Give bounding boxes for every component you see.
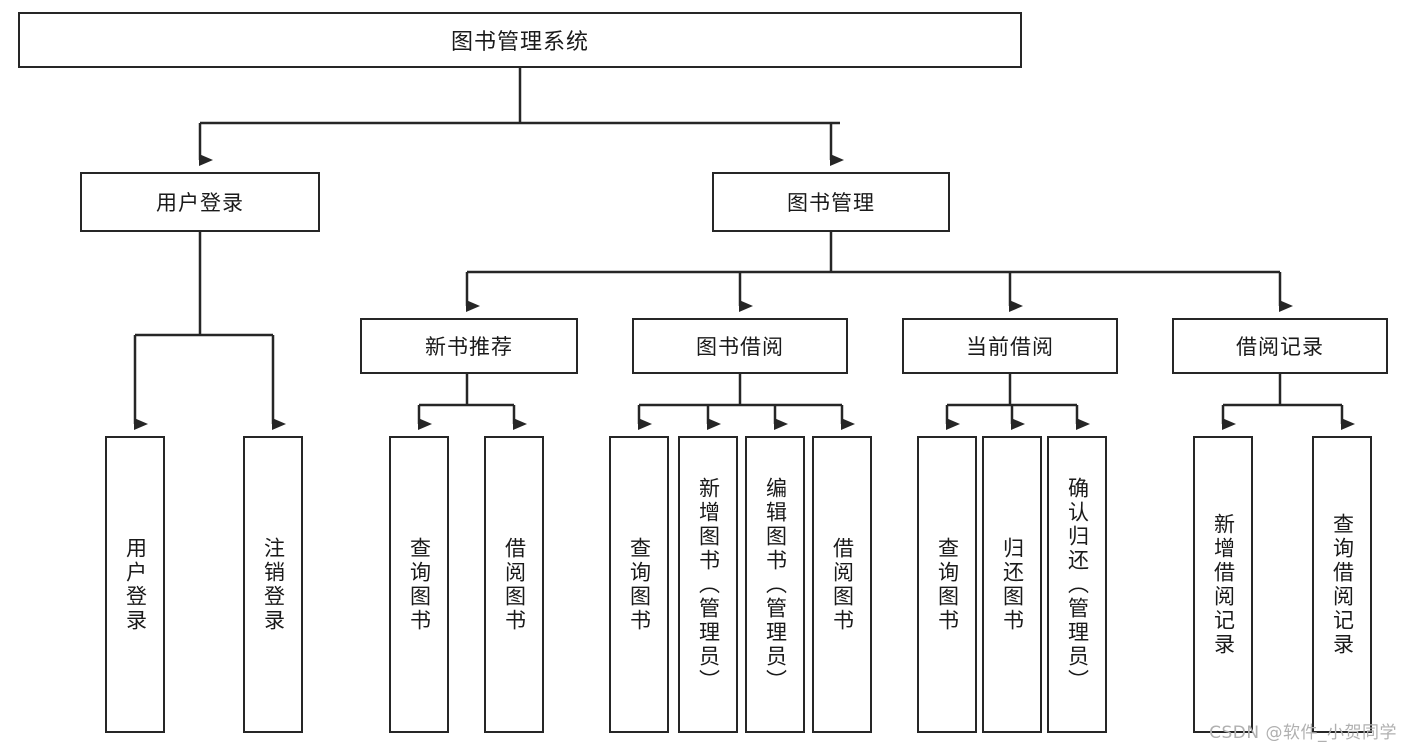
csdn-watermark: CSDN @软件_小贺同学 <box>1209 723 1397 743</box>
leaf-label: 查询图书 <box>407 536 432 633</box>
leaf-edit-book-admin[interactable]: 编辑图书（管理员） <box>745 436 805 733</box>
node-book-management[interactable]: 图书管理 <box>712 172 950 232</box>
node-user-login[interactable]: 用户登录 <box>80 172 320 232</box>
leaf-query-books-borrow[interactable]: 查询图书 <box>609 436 669 733</box>
leaf-query-books-recommend[interactable]: 查询图书 <box>389 436 449 733</box>
leaf-label: 查询图书 <box>935 536 960 633</box>
node-borrow-records[interactable]: 借阅记录 <box>1172 318 1388 374</box>
leaf-label: 归还图书 <box>1000 536 1025 633</box>
leaf-label: 新增图书（管理员） <box>696 476 721 693</box>
leaf-label: 新增借阅记录 <box>1211 512 1236 657</box>
node-new-book-recommendation[interactable]: 新书推荐 <box>360 318 578 374</box>
leaf-label: 注销登录 <box>261 536 286 633</box>
node-current-borrow[interactable]: 当前借阅 <box>902 318 1118 374</box>
leaf-query-books-current[interactable]: 查询图书 <box>917 436 977 733</box>
node-book-borrow[interactable]: 图书借阅 <box>632 318 848 374</box>
leaf-borrow-books[interactable]: 借阅图书 <box>812 436 872 733</box>
leaf-label: 用户登录 <box>123 536 148 633</box>
leaf-label: 查询图书 <box>627 536 652 633</box>
leaf-logout[interactable]: 注销登录 <box>243 436 303 733</box>
leaf-label: 编辑图书（管理员） <box>763 476 788 693</box>
leaf-add-book-admin[interactable]: 新增图书（管理员） <box>678 436 738 733</box>
leaf-label: 查询借阅记录 <box>1330 512 1355 657</box>
node-root-system[interactable]: 图书管理系统 <box>18 12 1022 68</box>
leaf-label: 借阅图书 <box>502 536 527 633</box>
leaf-label: 借阅图书 <box>830 536 855 633</box>
leaf-borrow-books-recommend[interactable]: 借阅图书 <box>484 436 544 733</box>
leaf-user-login[interactable]: 用户登录 <box>105 436 165 733</box>
leaf-return-books[interactable]: 归还图书 <box>982 436 1042 733</box>
leaf-confirm-return-admin[interactable]: 确认归还（管理员） <box>1047 436 1107 733</box>
leaf-label: 确认归还（管理员） <box>1065 476 1090 693</box>
leaf-add-borrow-record[interactable]: 新增借阅记录 <box>1193 436 1253 733</box>
leaf-query-borrow-record[interactable]: 查询借阅记录 <box>1312 436 1372 733</box>
